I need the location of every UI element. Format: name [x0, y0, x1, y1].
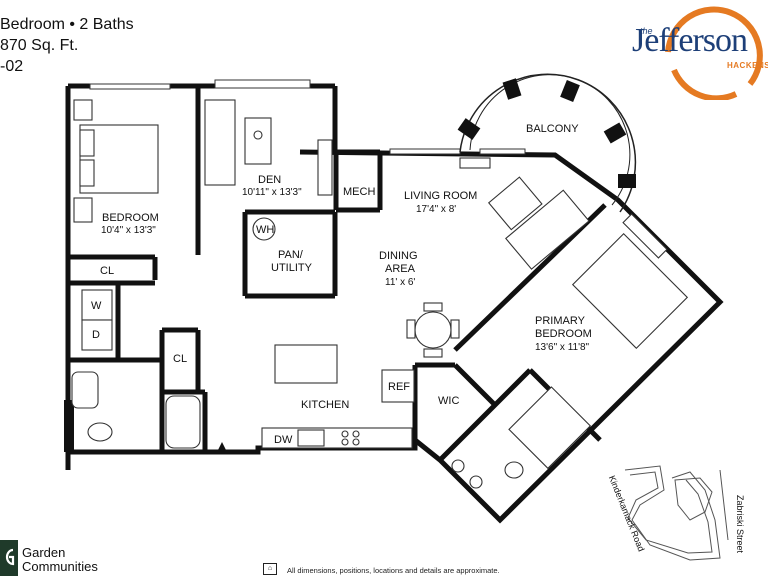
logo-small-text: the: [640, 26, 653, 36]
unit-number-heading: -02: [0, 58, 24, 75]
company-name-line1: Garden: [22, 545, 66, 560]
logo-subtext: HACKENS: [727, 61, 768, 70]
balcony: [457, 73, 637, 213]
balcony-label: BALCONY: [526, 123, 579, 135]
dining-dims: 11' x 6': [385, 277, 415, 288]
dining-label-1: DINING: [379, 250, 418, 262]
wh-label: WH: [256, 224, 274, 236]
bedroom-dims: 10'4" x 13'3": [101, 225, 156, 236]
living-room-label: LIVING ROOM: [404, 190, 477, 202]
primary-bedroom-label-1: PRIMARY: [535, 315, 586, 327]
interior-walls: [68, 86, 607, 462]
equal-housing-icon: ⌂: [263, 563, 277, 575]
logo-name: Jefferson: [632, 22, 748, 59]
bedroom-label: BEDROOM: [102, 212, 159, 224]
company-name: Garden Communities: [22, 546, 98, 574]
unit-type-heading: Bedroom • 2 Baths: [0, 16, 134, 33]
closet-1-label: CL: [100, 265, 114, 277]
den-dims: 10'11" x 13'3": [242, 187, 302, 198]
primary-bedroom-label-2: BEDROOM: [535, 328, 592, 340]
pantry-label-2: UTILITY: [271, 262, 313, 274]
street-label-zabriski: Zabriski Street: [735, 495, 745, 554]
disclaimer-note: All dimensions, positions, locations and…: [287, 566, 500, 575]
dishwasher-label: DW: [274, 434, 293, 446]
closet-2-label: CL: [173, 353, 187, 365]
ref-label: REF: [388, 381, 410, 393]
den-label: DEN: [258, 174, 281, 186]
square-footage-heading: 870 Sq. Ft.: [0, 37, 79, 54]
pantry-label-1: PAN/: [278, 249, 304, 261]
mech-label: MECH: [343, 186, 375, 198]
living-room-dims: 17'4" x 8': [416, 204, 456, 215]
fixtures: [71, 99, 689, 489]
primary-bedroom-dims: 13'6" x 11'8": [535, 342, 590, 353]
wic-label: WIC: [438, 395, 459, 407]
logo-ring: [665, 6, 763, 100]
washer-label: W: [91, 300, 102, 312]
kitchen-label: KITCHEN: [301, 399, 349, 411]
company-name-line2: Communities: [22, 559, 98, 574]
dining-label-2: AREA: [385, 263, 416, 275]
doors: [218, 442, 226, 450]
garden-communities-logo-icon: [0, 540, 18, 576]
windows: [89, 79, 526, 155]
site-map: [624, 465, 729, 561]
dryer-label: D: [92, 329, 100, 341]
